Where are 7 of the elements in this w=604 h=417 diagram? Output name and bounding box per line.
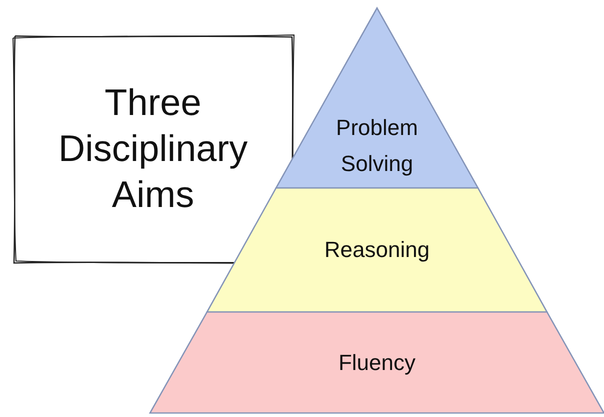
tier-label: Reasoning [323, 236, 431, 264]
heading-text: Three Disciplinary Aims [57, 81, 249, 217]
tier-label: Fluency [337, 348, 417, 376]
pyramid-tier [150, 312, 604, 413]
tier-label: Problem Solving [335, 114, 419, 178]
pyramid-tier [207, 188, 547, 312]
pyramid-top-triangle [276, 8, 478, 188]
